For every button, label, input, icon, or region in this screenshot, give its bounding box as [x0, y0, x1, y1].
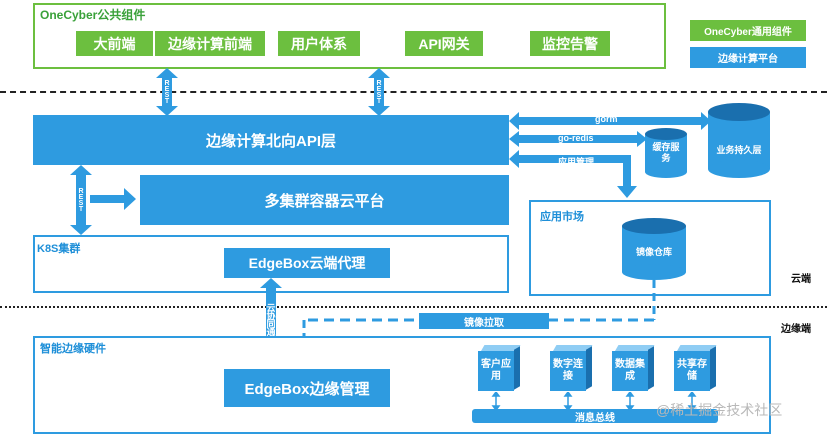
image-pull-label: 镜像拉取 — [419, 313, 549, 329]
api-gateway-button: API网关 — [405, 31, 483, 56]
zone-edge-label: 边缘端 — [781, 324, 811, 335]
legend-blue: 边缘计算平台 — [690, 47, 806, 68]
app-mgmt-label: 应用管理 — [558, 157, 595, 167]
app-market-title: 应用市场 — [540, 211, 584, 223]
cube-data-integration: 数据集成 — [612, 345, 656, 393]
gorm-arrow — [509, 112, 711, 130]
cloud-collab-label: 云协同通道 — [265, 303, 276, 343]
rest-connector-top-right — [368, 68, 390, 116]
rest-label-top-left: REST — [163, 80, 171, 104]
cube-customer-app: 客户应用 — [478, 345, 522, 393]
rest-label-top-right: REST — [375, 80, 383, 104]
cache-label: 缓存服务 — [652, 142, 680, 163]
monitoring-alert-button: 监控告警 — [530, 31, 610, 56]
app-mgmt-arrow — [509, 150, 637, 198]
go-redis-label: go-redis — [558, 133, 594, 143]
legend-green: OneCyber通用组件 — [690, 20, 806, 41]
rest-connector-top-left — [156, 68, 178, 116]
persistence-label: 业务持久层 — [716, 145, 762, 155]
gorm-label: gorm — [595, 114, 618, 124]
image-repo-label: 镜像仓库 — [635, 247, 672, 257]
edge-frontend-button: 边缘计算前端 — [155, 31, 265, 56]
user-system-button: 用户体系 — [278, 31, 360, 56]
separator-top — [0, 91, 827, 93]
persistence-cylinder — [708, 103, 770, 178]
cloud-collab-arrow — [260, 278, 282, 368]
k8s-cluster-title: K8S集群 — [37, 243, 81, 255]
cache-cylinder — [645, 128, 687, 178]
edgebox-edge-manager: EdgeBox边缘管理 — [224, 369, 390, 407]
zone-cloud-label: 云端 — [791, 274, 811, 285]
container-platform-arrow — [90, 188, 136, 210]
cube-digital-connect: 数字连接 — [550, 345, 594, 393]
multi-cluster-container-platform: 多集群容器云平台 — [140, 175, 509, 225]
cube-shared-storage: 共享存储 — [674, 345, 718, 393]
watermark: @稀土掘金技术社区 — [656, 402, 783, 418]
onecyber-public-components-title: OneCyber公共组件 — [40, 8, 146, 22]
message-bus: 消息总线 — [472, 409, 718, 424]
image-repo-cylinder — [622, 218, 686, 280]
big-frontend-button: 大前端 — [76, 31, 153, 56]
edgebox-cloud-proxy: EdgeBox云端代理 — [224, 248, 390, 278]
cube-bus-connectors — [491, 392, 697, 410]
rest-label-left: REST — [77, 188, 85, 212]
north-api-layer: 边缘计算北向API层 — [33, 115, 509, 165]
go-redis-arrow — [509, 131, 647, 147]
rest-connector-left — [70, 165, 92, 235]
separator-bottom — [0, 306, 827, 308]
edge-hardware-title: 智能边缘硬件 — [40, 343, 106, 355]
